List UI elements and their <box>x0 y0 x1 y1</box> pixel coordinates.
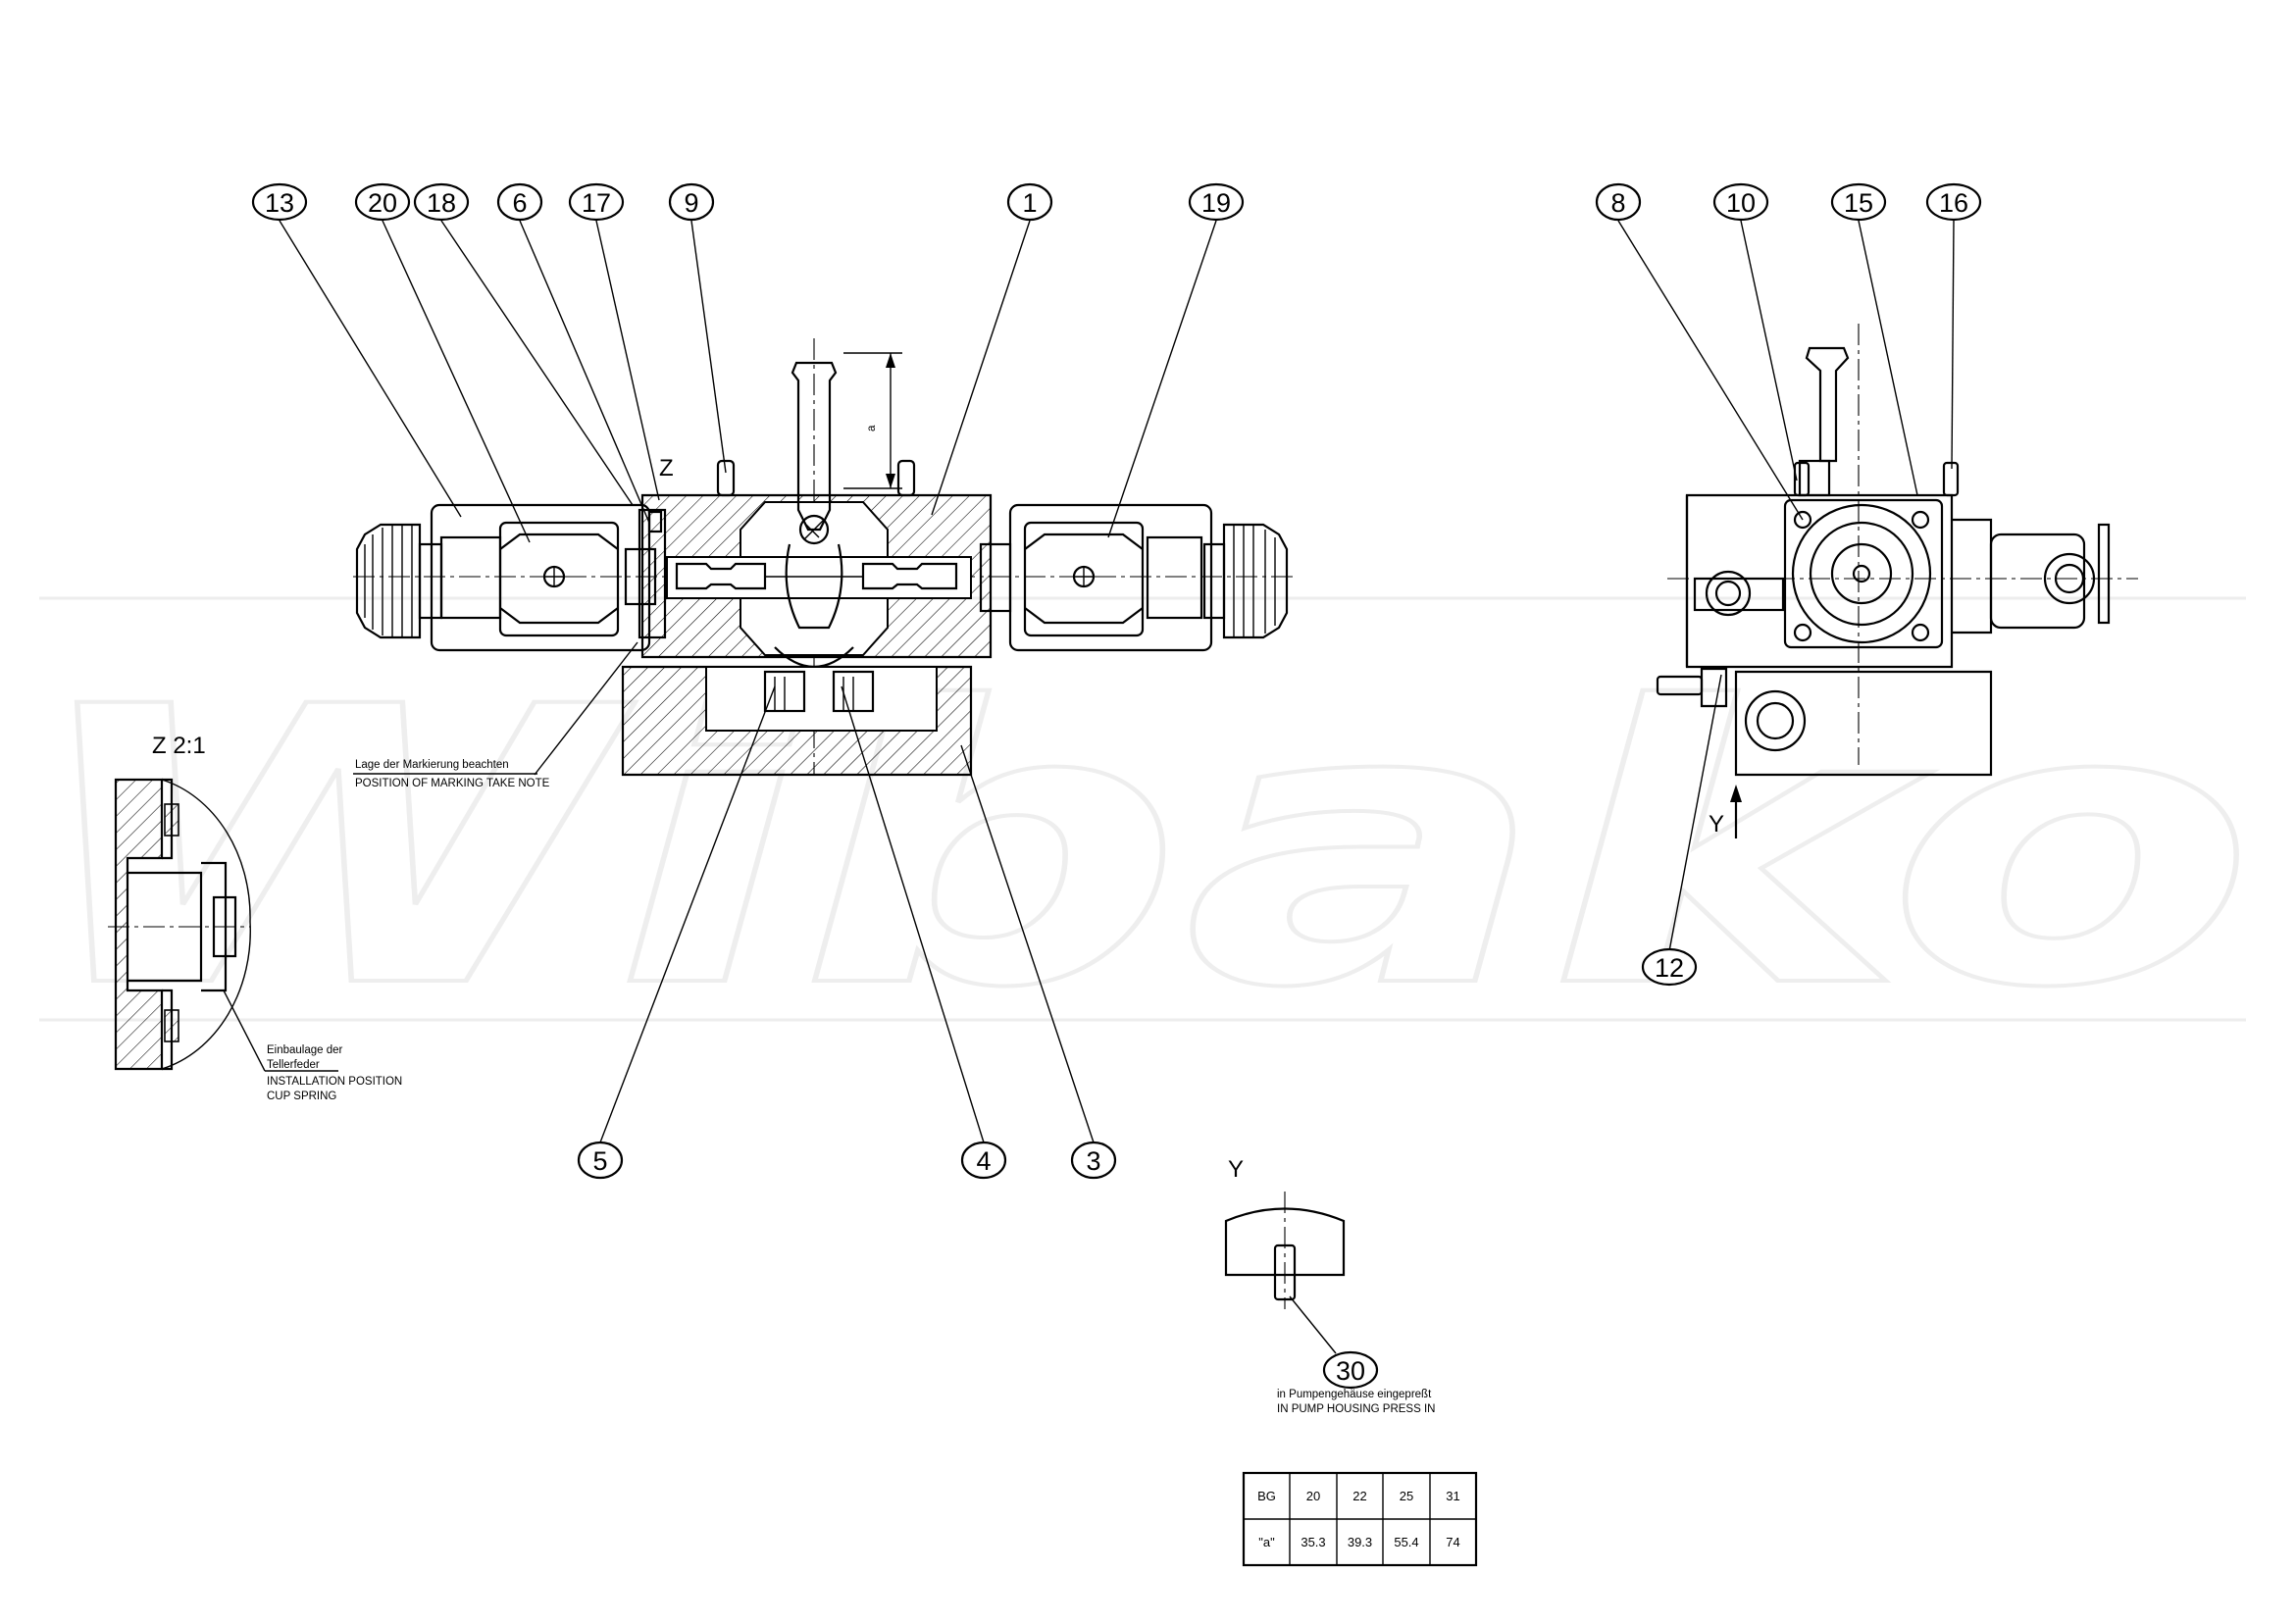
callout-17: 17 <box>568 182 625 222</box>
press-note-en: IN PUMP HOUSING PRESS IN <box>1277 1403 1435 1415</box>
svg-text:17: 17 <box>582 188 611 218</box>
left-manual-override-cap <box>355 523 443 639</box>
svg-text:6: 6 <box>512 188 527 218</box>
table-cell: 55.4 <box>1394 1535 1418 1549</box>
svg-text:4: 4 <box>976 1146 991 1176</box>
callout-13: 13 <box>251 182 308 222</box>
dimension-a-label: a <box>866 425 878 431</box>
table-cell: BG <box>1257 1489 1276 1503</box>
callout-19: 19 <box>1188 182 1245 222</box>
callout-1: 1 <box>1006 182 1053 222</box>
svg-text:30: 30 <box>1336 1356 1365 1386</box>
spring-note-en-2: CUP SPRING <box>267 1091 336 1102</box>
callout-9: 9 <box>668 182 715 222</box>
table-cell: 74 <box>1446 1535 1459 1549</box>
side-view: Y <box>1656 324 2138 838</box>
callout-4: 4 <box>960 1141 1007 1180</box>
detail-z: Z 2:1 Einbaulage der Tellerfeder INSTALL… <box>108 733 402 1102</box>
marking-note-de: Lage der Markierung beachten <box>355 759 509 771</box>
main-section-view: a Z <box>353 338 1295 777</box>
svg-text:10: 10 <box>1726 188 1756 218</box>
svg-text:20: 20 <box>368 188 397 218</box>
table-cell: 20 <box>1306 1489 1320 1503</box>
table-cell: 35.3 <box>1301 1535 1325 1549</box>
press-note-de: in Pumpengehäuse eingepreßt <box>1277 1389 1432 1400</box>
svg-text:16: 16 <box>1939 188 1968 218</box>
callout-16: 16 <box>1925 182 1982 222</box>
svg-text:12: 12 <box>1655 953 1684 983</box>
svg-text:3: 3 <box>1086 1146 1100 1176</box>
callout-12: 12 <box>1641 947 1698 987</box>
callouts: 13 20 18 6 17 9 1 19 <box>251 182 1982 1390</box>
view-y-arrow-label: Y <box>1709 811 1724 837</box>
svg-text:18: 18 <box>427 188 456 218</box>
watermark-text: Wibako <box>20 626 2256 1071</box>
section-z-label: Z <box>659 455 674 482</box>
detail-z-title: Z 2:1 <box>152 733 206 759</box>
callout-30: 30 <box>1322 1350 1379 1390</box>
table-cell: 22 <box>1352 1489 1366 1503</box>
svg-text:15: 15 <box>1844 188 1873 218</box>
table-cell: 25 <box>1400 1489 1413 1503</box>
marking-note-en: POSITION OF MARKING TAKE NOTE <box>355 778 550 789</box>
callout-10: 10 <box>1712 182 1769 222</box>
callout-15: 15 <box>1830 182 1887 222</box>
callout-5: 5 <box>577 1141 624 1180</box>
table-cell: 31 <box>1446 1489 1459 1503</box>
table-cell: "a" <box>1258 1535 1275 1549</box>
svg-text:1: 1 <box>1022 188 1037 218</box>
view-y-detail: Y in Pumpengehäuse eingepreßt IN PUMP HO… <box>1224 1156 1435 1415</box>
table-cell: 39.3 <box>1348 1535 1372 1549</box>
base-plate <box>621 665 973 777</box>
svg-text:5: 5 <box>592 1146 607 1176</box>
callout-3: 3 <box>1070 1141 1117 1180</box>
callout-6: 6 <box>496 182 543 222</box>
svg-text:13: 13 <box>265 188 294 218</box>
right-solenoid <box>979 503 1213 652</box>
table-cells: BG 20 22 25 31 "a" 35.3 39.3 55.4 74 <box>1257 1489 1460 1549</box>
spring-note-en-1: INSTALLATION POSITION <box>267 1076 402 1088</box>
view-y-title: Y <box>1228 1156 1244 1183</box>
watermark: Wibako <box>18 596 2258 1073</box>
callout-18: 18 <box>413 182 470 222</box>
callout-20: 20 <box>354 182 411 222</box>
marking-note: Lage der Markierung beachten POSITION OF… <box>353 641 638 789</box>
valve-body <box>638 361 993 668</box>
callout-8: 8 <box>1595 182 1642 222</box>
svg-text:9: 9 <box>684 188 698 218</box>
dimension-table: BG 20 22 25 31 "a" 35.3 39.3 55.4 74 <box>1242 1471 1478 1567</box>
spring-note-de-1: Einbaulage der <box>267 1044 343 1056</box>
spring-note-de-2: Tellerfeder <box>267 1059 320 1071</box>
right-manual-override-cap <box>1202 523 1289 639</box>
svg-text:19: 19 <box>1201 188 1231 218</box>
svg-text:8: 8 <box>1610 188 1625 218</box>
dimension-a: a <box>843 352 902 489</box>
